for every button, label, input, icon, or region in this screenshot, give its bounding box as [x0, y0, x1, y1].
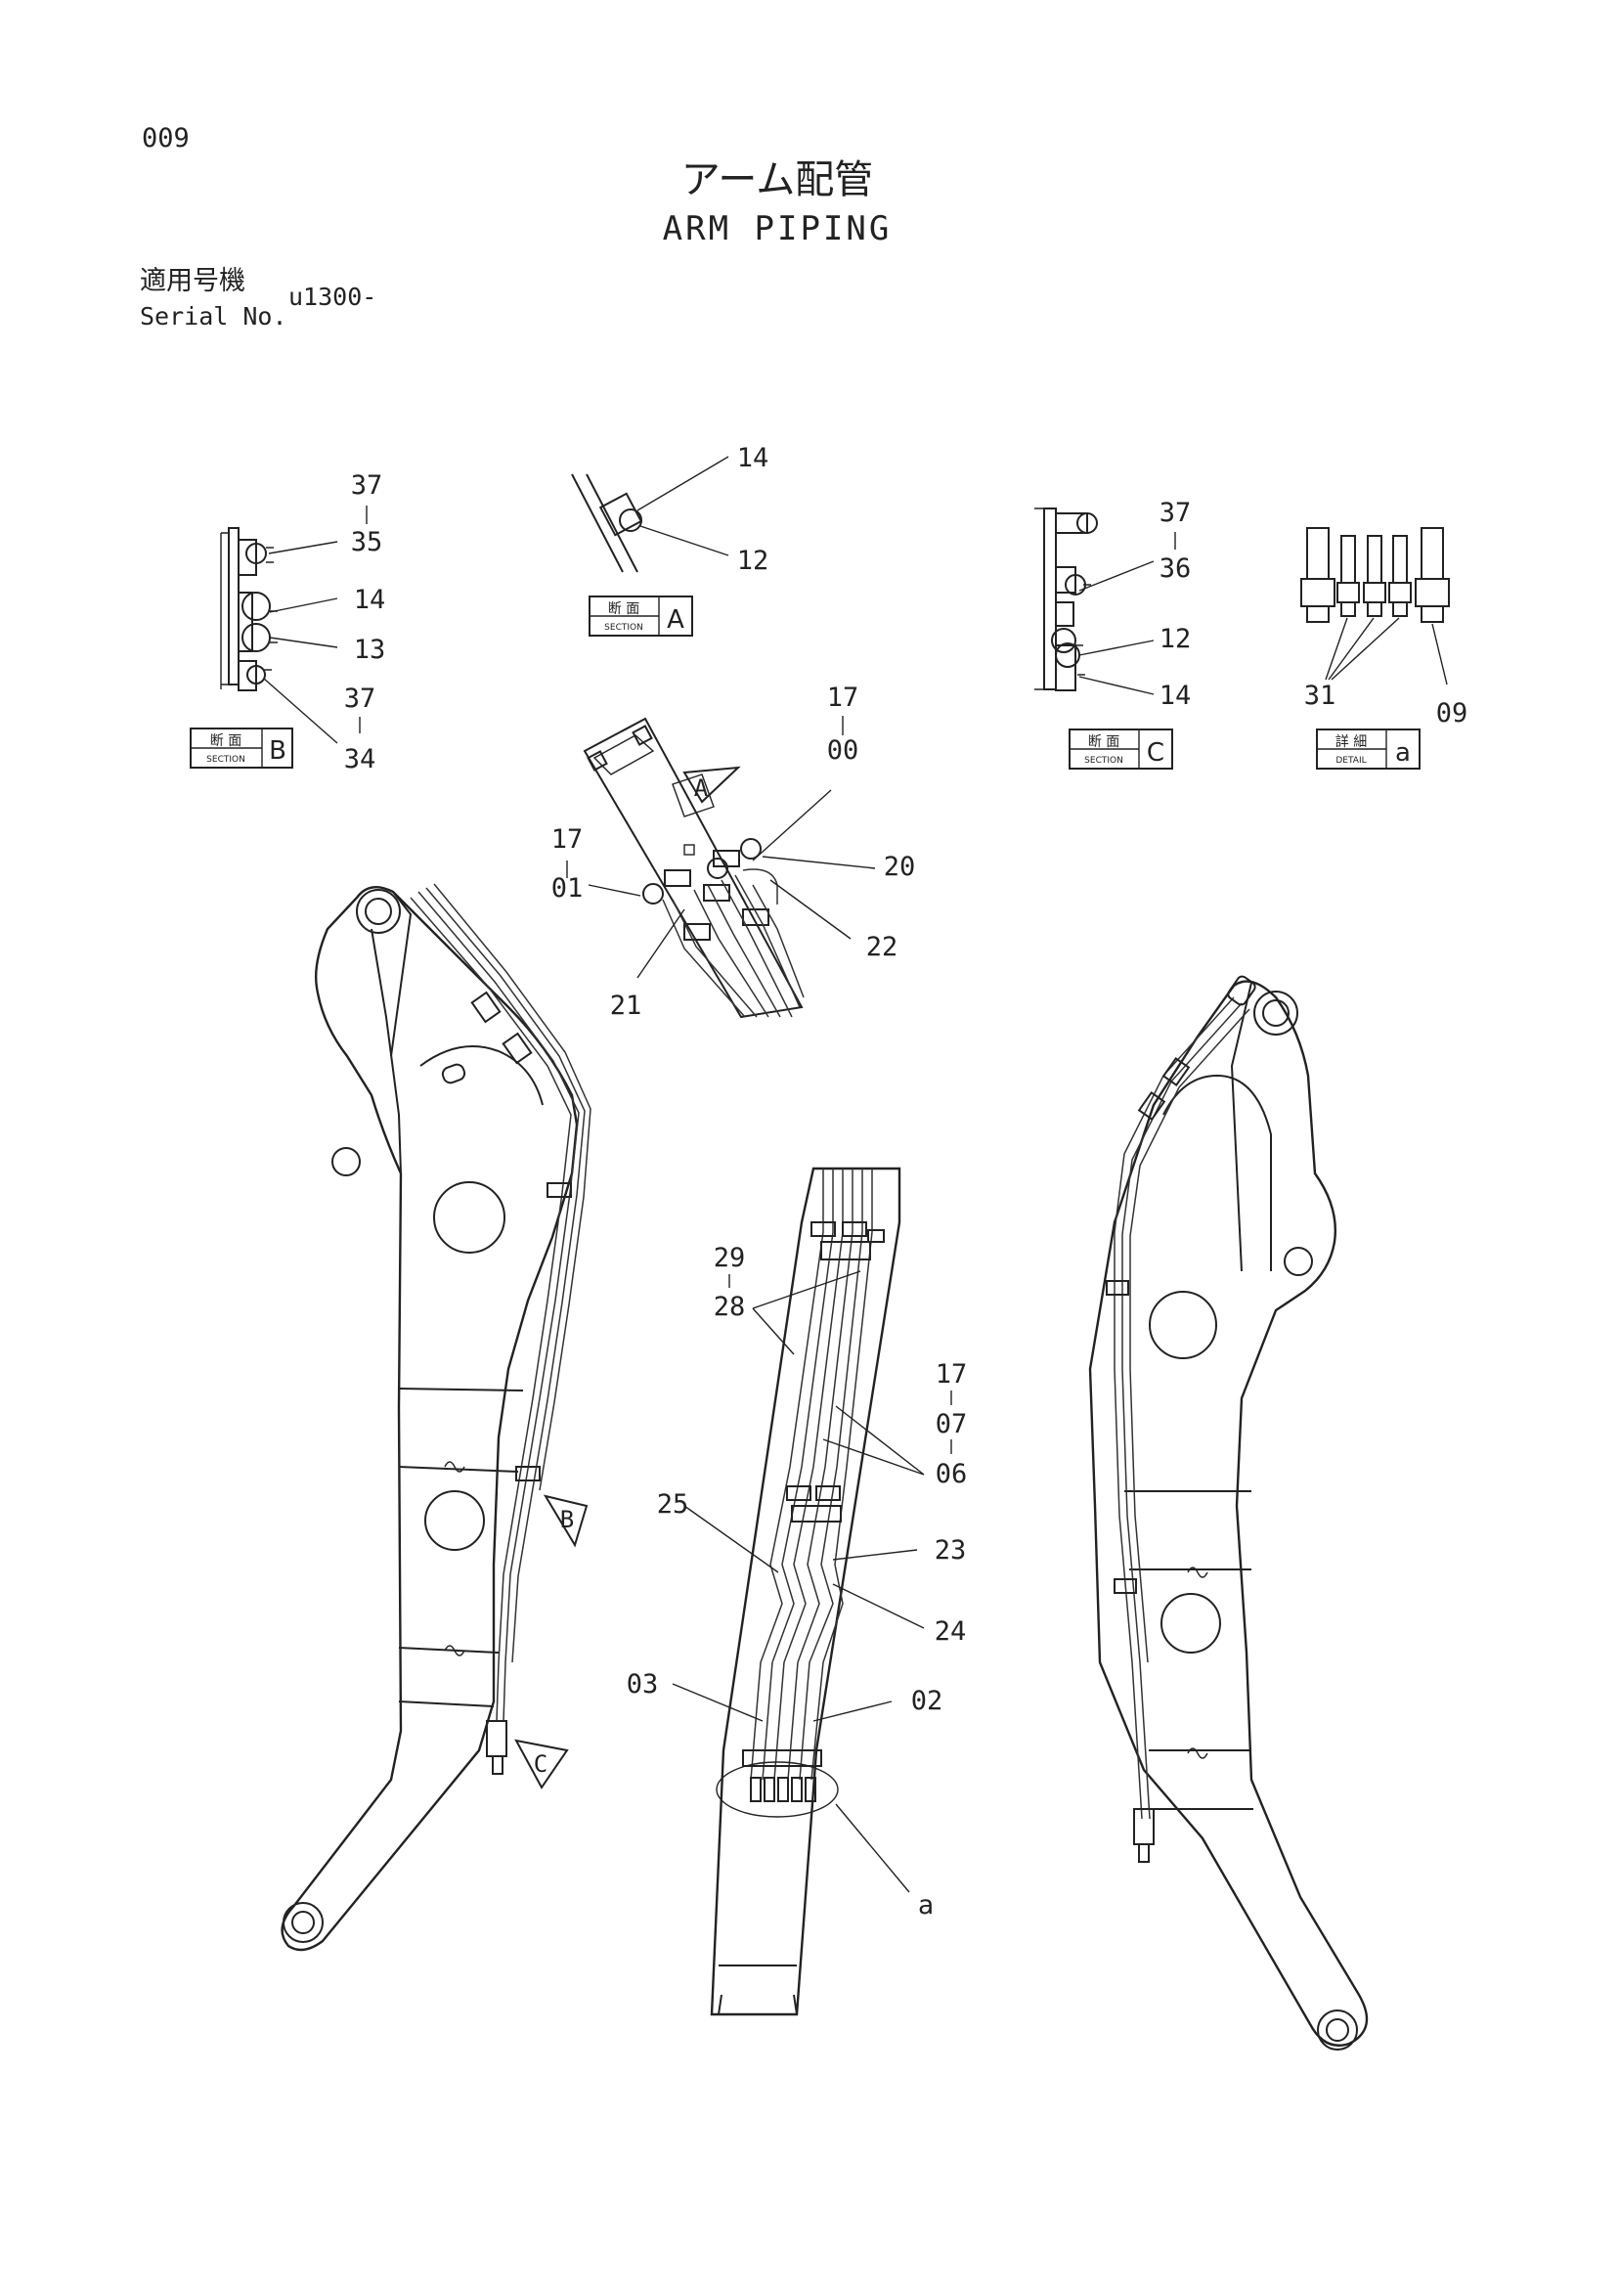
callout-14-section-b: 14: [354, 585, 386, 615]
callout-01: 01: [551, 873, 584, 904]
arm-center-top-view: [672, 1167, 952, 2016]
callout-12-section-a: 12: [737, 546, 769, 576]
callout-23: 23: [935, 1535, 967, 1566]
callout-14-section-c: 14: [1160, 681, 1192, 711]
section-b-detail: [220, 506, 368, 744]
callout-17-top-left: 17: [551, 824, 584, 855]
callout-03: 03: [627, 1669, 659, 1700]
callout-21: 21: [610, 991, 642, 1021]
detail-a-label-ja: 詳 細: [1335, 734, 1367, 750]
section-c-label-en: SECTION: [1084, 756, 1123, 766]
section-c-label-ja: 断 面: [1088, 734, 1119, 750]
section-c-marker-letter: C: [534, 1750, 547, 1778]
callout-34: 34: [344, 744, 376, 774]
callout-29: 29: [714, 1243, 746, 1273]
page-number: 009: [142, 123, 190, 154]
arm-right-side-view: [1088, 975, 1369, 2051]
arm-top-view: A: [566, 716, 876, 1019]
callout-17-top-right: 17: [827, 683, 859, 713]
section-c-detail: [1034, 508, 1176, 695]
section-b-label: 断 面 SECTION B: [190, 728, 293, 769]
callout-31: 31: [1304, 681, 1336, 711]
section-a-label-ja: 断 面: [608, 601, 639, 617]
serial-number-value: u1300-: [288, 283, 376, 311]
callout-37-section-c: 37: [1160, 498, 1192, 528]
callout-20: 20: [884, 852, 916, 882]
serial-label-english: Serial No.: [140, 302, 287, 331]
title-japanese: アーム配管: [681, 157, 873, 202]
section-b-marker-letter: B: [560, 1506, 574, 1533]
callout-36: 36: [1160, 553, 1192, 584]
callout-35: 35: [351, 527, 383, 557]
callout-28: 28: [714, 1292, 746, 1322]
section-a-marker-letter: A: [694, 774, 709, 802]
callout-14-section-a: 14: [737, 443, 769, 473]
section-b-label-letter: B: [269, 736, 286, 766]
callout-12-section-c: 12: [1160, 624, 1192, 654]
section-b-label-en: SECTION: [206, 755, 245, 765]
section-c-label: 断 面 SECTION C: [1069, 729, 1173, 770]
section-a-detail: [571, 456, 729, 573]
detail-a-fittings: [1300, 527, 1450, 685]
section-a-label-letter: A: [667, 605, 684, 635]
section-a-label: 断 面 SECTION A: [589, 596, 693, 637]
callout-17-center: 17: [936, 1359, 968, 1390]
callout-22: 22: [866, 932, 898, 962]
section-c-view-marker: C: [514, 1739, 569, 1789]
section-b-view-marker: B: [543, 1494, 589, 1548]
detail-a-label: 詳 細 DETAIL a: [1316, 729, 1421, 770]
detail-a-label-letter: a: [1395, 738, 1411, 768]
title-english: ARM PIPING: [663, 209, 893, 248]
callout-37-section-b-lower: 37: [344, 684, 376, 714]
callout-a-detail-ref: a: [918, 1890, 934, 1921]
section-b-label-ja: 断 面: [210, 733, 241, 749]
callout-13: 13: [354, 635, 386, 665]
callout-24: 24: [935, 1616, 967, 1647]
callout-07: 07: [936, 1409, 968, 1439]
section-a-marker-arrow: [682, 766, 741, 804]
callout-06: 06: [936, 1459, 968, 1489]
callout-25: 25: [657, 1489, 689, 1520]
serial-label-japanese: 適用号機: [140, 266, 245, 296]
section-c-label-letter: C: [1147, 738, 1164, 768]
callout-02: 02: [911, 1686, 943, 1716]
callout-00: 00: [827, 735, 859, 766]
callout-37-section-b: 37: [351, 470, 383, 501]
arm-left-side-view: [281, 883, 591, 1952]
callout-09: 09: [1436, 698, 1468, 729]
detail-a-label-en: DETAIL: [1335, 756, 1366, 766]
section-a-label-en: SECTION: [604, 623, 643, 633]
